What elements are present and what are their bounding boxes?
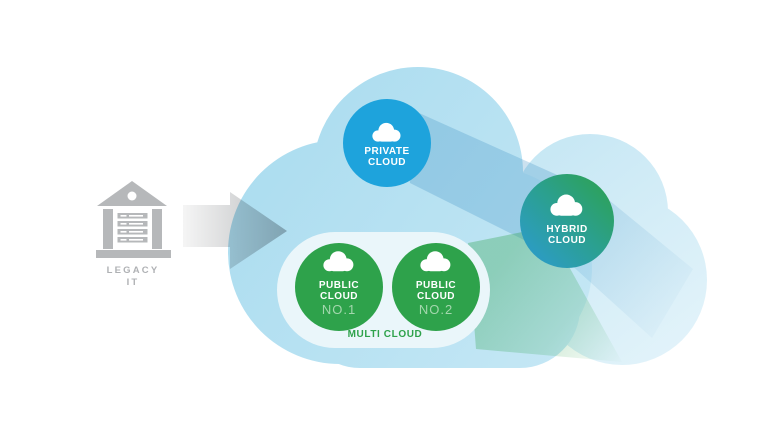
building-base [96,250,171,258]
hybrid-cloud-label: HYBRID CLOUD [517,224,617,246]
multi-cloud-label: MULTI CLOUD [347,329,423,340]
public-cloud-2-circle [392,243,480,331]
legacy-it-label-line1: LEGACY [106,265,160,276]
multi-to-hybrid-beam [468,227,622,362]
right-arrow-icon [183,192,287,269]
legacy-it-label-line2: IT [126,276,140,288]
public-cloud-2-number: NO.2 [418,302,454,317]
public-cloud-1-label: PUBLIC CLOUD NO.1 [289,280,389,317]
hybrid-cloud-label-line1: HYBRID [546,224,588,235]
private-cloud-circle [343,99,431,187]
hybrid-cloud-label-line2: CLOUD [547,235,587,246]
legacy-it-label: LEGACY IT [83,265,183,288]
building-server-racks [117,213,148,243]
building-pediment-window [127,191,137,201]
private-cloud-label-line2: CLOUD [367,157,407,168]
public-cloud-2-label-line2: CLOUD [416,291,456,302]
public-cloud-1-circle [295,243,383,331]
public-cloud-1-label-line1: PUBLIC [318,280,360,291]
hybrid-cloud-circle [520,174,614,268]
private-cloud-label-line1: PRIVATE [364,146,410,157]
building-column-left [103,209,113,249]
bank-building-icon [96,181,171,258]
building-column-right [152,209,162,249]
public-cloud-2-label-line1: PUBLIC [415,280,457,291]
public-cloud-1-label-line2: CLOUD [319,291,359,302]
public-cloud-1-number: NO.1 [321,302,357,317]
private-cloud-label: PRIVATE CLOUD [337,146,437,168]
public-cloud-2-label: PUBLIC CLOUD NO.2 [386,280,486,317]
